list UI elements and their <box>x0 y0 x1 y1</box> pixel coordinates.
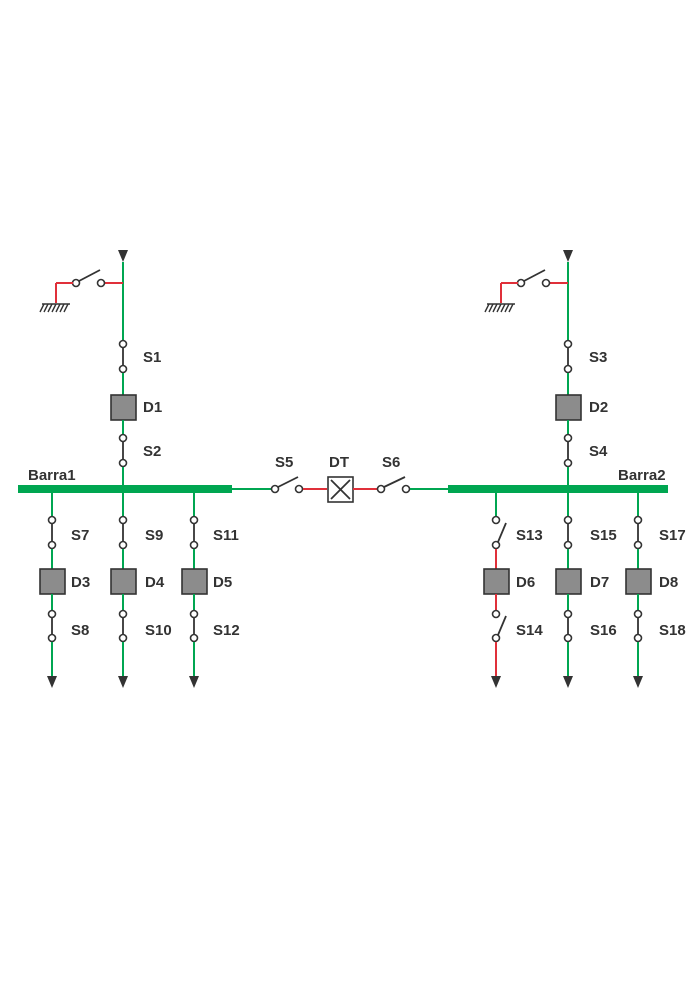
feeder-d8: S17 D8 S18 <box>625 493 686 688</box>
busbar-label-barra1: Barra1 <box>28 467 76 484</box>
outgoing-arrow-icon <box>118 676 128 688</box>
feeder-d5: S11 D5 S12 <box>181 493 240 688</box>
breaker-label-d5: D5 <box>213 574 232 591</box>
switch-label-s1: S1 <box>143 349 161 366</box>
incoming-feeder-2: S3 D2 S4 <box>484 250 609 486</box>
switch-s13[interactable]: S13 <box>491 515 543 550</box>
incoming-arrow-2-icon <box>563 250 573 262</box>
breaker-label-d6: D6 <box>516 574 535 591</box>
switch-label-s15: S15 <box>590 527 617 544</box>
breaker-label-d2: D2 <box>589 399 608 416</box>
breaker-d5[interactable]: D5 <box>181 568 232 595</box>
switch-s8[interactable]: S8 <box>47 609 90 643</box>
switch-s18[interactable]: S18 <box>633 609 686 643</box>
switch-s4[interactable]: S4 <box>563 433 609 468</box>
feeder-d7: S15 D7 S16 <box>555 493 617 688</box>
breaker-d1[interactable]: D1 <box>110 394 162 421</box>
switch-label-s13: S13 <box>516 527 543 544</box>
outgoing-arrow-icon <box>189 676 199 688</box>
ground-icon <box>39 303 70 313</box>
switch-label-s12: S12 <box>213 622 240 639</box>
breaker-label-d8: D8 <box>659 574 678 591</box>
outgoing-arrow-icon <box>47 676 57 688</box>
busbar-barra1[interactable]: Barra1 <box>18 467 232 493</box>
breaker-label-dt: DT <box>329 454 349 471</box>
breaker-d6[interactable]: D6 <box>483 568 535 595</box>
outgoing-arrow-icon <box>491 676 501 688</box>
bus-coupler: S5 DT S6 <box>232 454 448 503</box>
switch-label-s18: S18 <box>659 622 686 639</box>
switch-label-s2: S2 <box>143 443 161 460</box>
breaker-label-d3: D3 <box>71 574 90 591</box>
switch-s15[interactable]: S15 <box>563 515 617 550</box>
switch-s2[interactable]: S2 <box>118 433 162 468</box>
switch-s11[interactable]: S11 <box>189 515 239 550</box>
feeder-d6: S13 D6 S14 <box>483 493 544 688</box>
switch-s14[interactable]: S14 <box>491 609 544 643</box>
breaker-label-d7: D7 <box>590 574 609 591</box>
ground-icon <box>484 303 515 313</box>
busbar-label-barra2: Barra2 <box>618 467 666 484</box>
outgoing-arrow-icon <box>563 676 573 688</box>
breaker-d8[interactable]: D8 <box>625 568 678 595</box>
earthing-switch-1[interactable] <box>39 269 123 313</box>
switch-s5[interactable]: S5 <box>270 454 304 494</box>
switch-s9[interactable]: S9 <box>118 515 164 550</box>
switch-label-s5: S5 <box>275 454 293 471</box>
breaker-d7[interactable]: D7 <box>555 568 609 595</box>
switch-s16[interactable]: S16 <box>563 609 617 643</box>
switch-s6[interactable]: S6 <box>376 454 411 494</box>
switch-s17[interactable]: S17 <box>633 515 686 550</box>
switch-label-s8: S8 <box>71 622 89 639</box>
switch-label-s10: S10 <box>145 622 172 639</box>
breaker-label-d4: D4 <box>145 574 165 591</box>
switch-label-s3: S3 <box>589 349 607 366</box>
feeder-d4: S9 D4 S10 <box>110 493 172 688</box>
switch-s12[interactable]: S12 <box>189 609 240 643</box>
earthing-switch-2[interactable] <box>484 269 568 313</box>
breaker-d2[interactable]: D2 <box>555 394 608 421</box>
incoming-feeder-1: S1 D1 S2 <box>39 250 162 486</box>
switch-s10[interactable]: S10 <box>118 609 172 643</box>
outgoing-arrow-icon <box>633 676 643 688</box>
breaker-label-d1: D1 <box>143 399 162 416</box>
switch-s7[interactable]: S7 <box>47 515 90 550</box>
switch-label-s4: S4 <box>589 443 608 460</box>
switch-s3[interactable]: S3 <box>563 339 608 374</box>
switch-label-s9: S9 <box>145 527 163 544</box>
switch-label-s7: S7 <box>71 527 89 544</box>
breaker-dt[interactable]: DT <box>327 454 354 503</box>
busbar-barra2[interactable]: Barra2 <box>448 467 668 493</box>
incoming-arrow-1-icon <box>118 250 128 262</box>
feeder-d3: S7 D3 S8 <box>39 493 90 688</box>
switch-label-s11: S11 <box>213 527 239 544</box>
switch-label-s16: S16 <box>590 622 617 639</box>
breaker-d3[interactable]: D3 <box>39 568 90 595</box>
switch-label-s6: S6 <box>382 454 400 471</box>
breaker-d4[interactable]: D4 <box>110 568 165 595</box>
switch-label-s14: S14 <box>516 622 543 639</box>
switch-label-s17: S17 <box>659 527 686 544</box>
switch-s1[interactable]: S1 <box>118 339 162 374</box>
